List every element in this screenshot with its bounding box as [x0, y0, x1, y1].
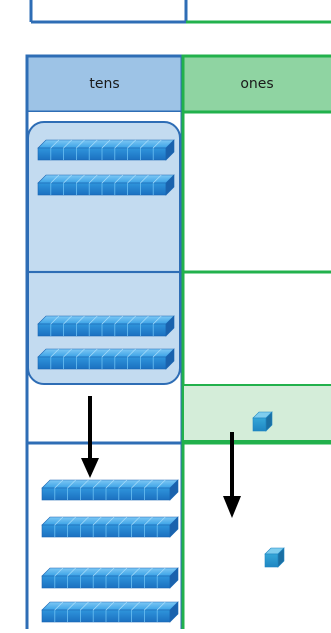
ten-rod-grouped: [37, 174, 175, 196]
ten-rod: [41, 601, 179, 623]
ones-column-body: [181, 112, 331, 629]
tens-header-label: tens: [89, 76, 120, 92]
ones-header-cell: [181, 54, 331, 114]
ones-regroup-strip: [182, 384, 331, 442]
tens-down-arrow: [81, 396, 99, 478]
unit-cube: [264, 547, 285, 568]
unit-cube-regrouped: [252, 411, 273, 432]
ten-rod: [41, 567, 179, 589]
top-chart-fragment: [29, 0, 331, 24]
ten-rod-grouped: [37, 139, 175, 161]
ones-header-label: ones: [240, 76, 274, 92]
ones-cubes-layer: [252, 411, 285, 568]
tens-group-highlight: [27, 121, 181, 385]
tens-rods-layer: [37, 139, 179, 623]
ten-rod: [41, 516, 179, 538]
ten-rod-grouped: [37, 348, 175, 370]
ten-rod-grouped: [37, 315, 175, 337]
ten-rod: [41, 479, 179, 501]
ones-down-arrow: [223, 432, 241, 518]
tens-header-cell: [25, 54, 184, 114]
